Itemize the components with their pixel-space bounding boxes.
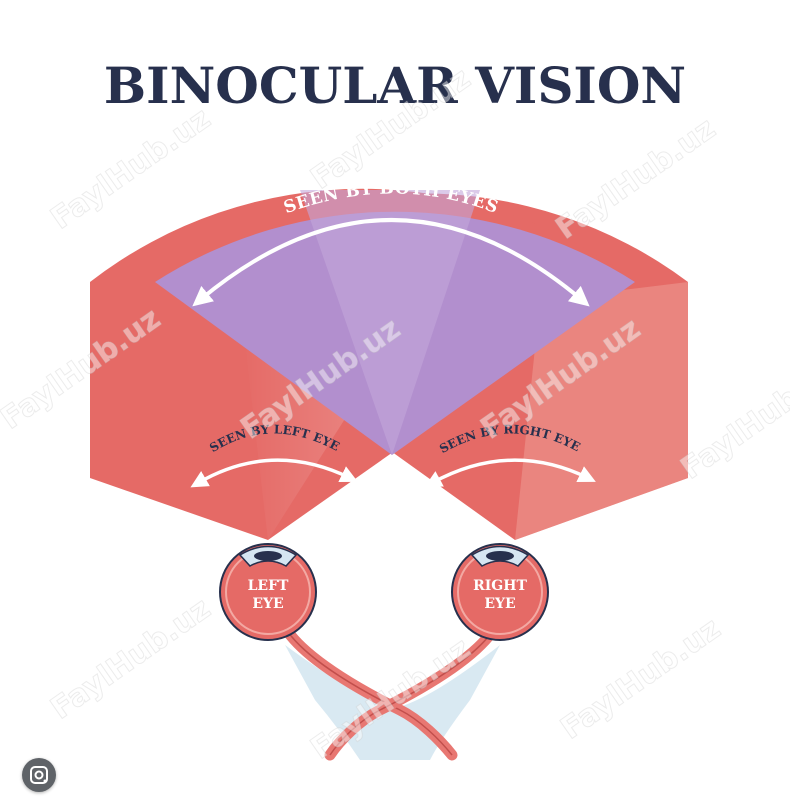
both-eyes-arrow bbox=[192, 218, 590, 307]
left-eye-label-line2: EYE bbox=[252, 596, 283, 612]
optic-chiasm-shadow bbox=[285, 645, 500, 760]
right-eyeball: RIGHT EYE bbox=[451, 543, 549, 641]
watermark-text: FaylHub.uz bbox=[45, 591, 217, 726]
google-lens-icon bbox=[30, 766, 48, 784]
both-eyes-field bbox=[155, 190, 635, 455]
watermark-text: FaylHub.uz bbox=[675, 351, 790, 486]
left-eyeball: LEFT EYE bbox=[219, 543, 317, 641]
left-eye-label-line1: LEFT bbox=[248, 578, 289, 594]
google-lens-button[interactable] bbox=[22, 758, 56, 792]
watermark-text: FaylHub.uz bbox=[305, 61, 477, 196]
right-eye-arrow bbox=[424, 458, 596, 488]
left-eye-arrow bbox=[190, 458, 358, 488]
right-eye-label-line2: EYE bbox=[484, 596, 515, 612]
watermark-text: FaylHub.uz bbox=[550, 111, 722, 246]
right-eye-label-line1: RIGHT bbox=[473, 578, 527, 594]
watermark-text: FaylHub.uz bbox=[45, 101, 217, 236]
watermark-text: FaylHub.uz bbox=[555, 611, 727, 746]
page-title: BINOCULAR VISION bbox=[103, 56, 687, 115]
optic-nerves bbox=[276, 616, 504, 761]
